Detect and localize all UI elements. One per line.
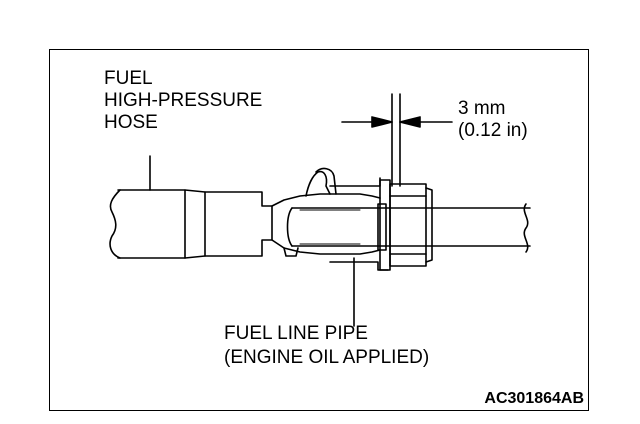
pipe-label-line-2: (ENGINE OIL APPLIED) (224, 347, 430, 368)
dimension-mm: 3 mm (458, 98, 506, 119)
hose-label-line-2: HIGH-PRESSURE (104, 90, 263, 111)
hose-fitting (184, 189, 273, 259)
fuel-line-pipe (286, 203, 531, 253)
hose-label: FUEL HIGH-PRESSURE HOSE (104, 68, 262, 134)
figure-code: AC301864AB (484, 390, 584, 407)
leader-lines (149, 155, 355, 327)
fuel-hose (109, 189, 186, 259)
dimension-label: 3 mm (0.12 in) (458, 98, 528, 142)
hose-label-line-3: HOSE (104, 112, 158, 133)
quick-connector (271, 167, 433, 271)
diagram-frame (49, 49, 589, 411)
dimension-marker (341, 93, 453, 187)
pipe-label: FUEL LINE PIPE (ENGINE OIL APPLIED) (224, 322, 429, 370)
hose-label-line-1: FUEL (104, 68, 153, 89)
pipe-label-line-1: FUEL LINE PIPE (224, 323, 368, 344)
dimension-in: (0.12 in) (458, 120, 528, 141)
